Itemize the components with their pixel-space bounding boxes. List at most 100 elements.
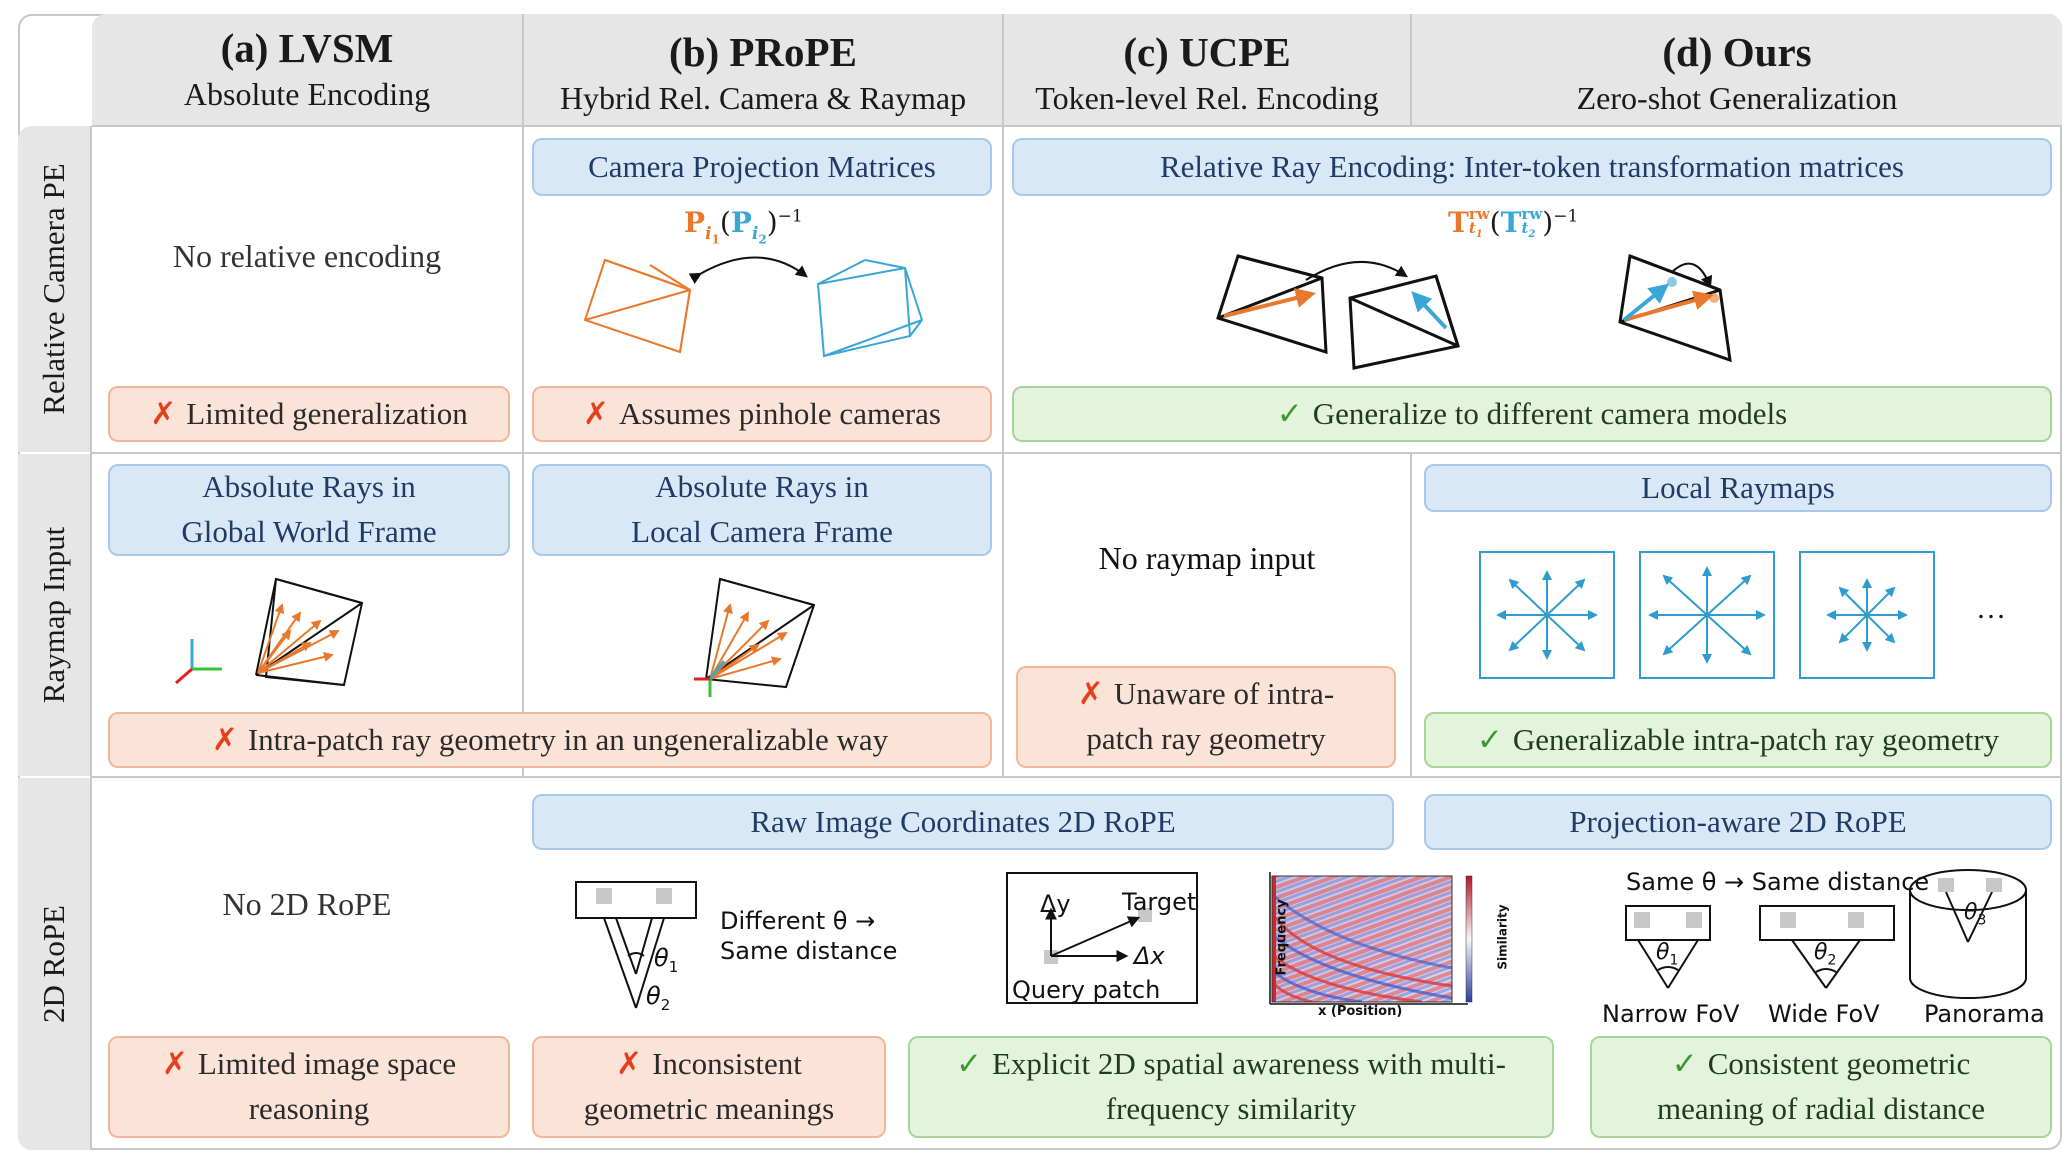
formula-p2: P <box>730 206 752 239</box>
box-line: Explicit 2D spatial awareness with multi… <box>992 1046 1506 1082</box>
theta1-ours-label: θ1 <box>1656 940 1679 969</box>
box-line: Absolute Rays in <box>202 469 416 505</box>
ucpe-frustums <box>1216 253 1732 370</box>
formula-1: 1 <box>1475 229 1483 240</box>
box-line: Absolute Rays in <box>655 469 869 505</box>
query-patch-label: Query patch <box>1012 976 1161 1004</box>
column-header-prope: (b) PRoPE Hybrid Rel. Camera & Raymap <box>524 14 1002 126</box>
different-theta-text: Different θ → Same distance <box>720 907 898 965</box>
box-line: meaning of radial distance <box>1657 1091 1985 1126</box>
theta3-label: θ3 <box>1964 900 1987 929</box>
query-target-vectors <box>1044 907 1152 964</box>
formula-2: 2 <box>758 231 767 246</box>
absolute-rays-global-box: Absolute Rays in Global World Frame <box>108 464 510 556</box>
formula-p1: P <box>684 206 706 239</box>
prope-formula: Pi1(Pi2)−1 <box>684 206 803 246</box>
column-header-ucpe: (c) UCPE Token-level Rel. Encoding <box>1004 14 1410 126</box>
formula-t: t <box>1521 219 1529 237</box>
limited-generalization-box: ✗Limited generalization <box>108 386 510 442</box>
formula-exp: −1 <box>777 206 803 227</box>
no-relative-encoding-text: No relative encoding <box>172 238 442 274</box>
column-subtitle: Token-level Rel. Encoding <box>1035 80 1379 116</box>
narrow-fov-label: Narrow FoV <box>1602 1000 1740 1028</box>
box-line: Unaware of intra- <box>1113 676 1335 712</box>
column-subtitle: Absolute Encoding <box>183 76 431 112</box>
box-text: Generalizable intra-patch ray geometry <box>1512 721 2000 757</box>
box-line: Local Camera Frame <box>631 514 893 549</box>
panorama-label: Panorama <box>1924 1000 2045 1028</box>
similarity-heatmap <box>1269 872 1473 1005</box>
different-theta-drawing <box>575 881 697 1009</box>
frequency-label: Frequency <box>1274 899 1290 976</box>
intra-patch-ungeneralizable-box: ✗Intra-patch ray geometry in an ungenera… <box>108 712 992 768</box>
same-theta-text: Same θ → Same distance <box>1626 868 1930 896</box>
target-label: Target <box>1122 888 1197 916</box>
panorama-cylinder <box>1909 869 2027 999</box>
row-label-raymap-input: Raymap Input <box>18 454 90 776</box>
column-header-lvsm: (a) LVSM Absolute Encoding <box>92 14 522 126</box>
raw-image-coordinates-box: Raw Image Coordinates 2D RoPE <box>532 794 1394 850</box>
assumes-pinhole-box: ✗ Assumes pinhole cameras <box>532 386 992 442</box>
relative-ray-encoding-box: Relative Ray Encoding: Inter-token trans… <box>1012 138 2052 196</box>
formula-i: i <box>751 223 759 244</box>
box-line: Global World Frame <box>181 514 437 549</box>
check-icon: ✓ <box>1671 1046 1698 1082</box>
formula-t2: T <box>1500 206 1522 239</box>
cross-icon: ✗ <box>150 395 177 431</box>
similarity-label: Similarity <box>1495 904 1510 970</box>
box-text: Limited generalization <box>186 395 468 431</box>
formula-rw: rw <box>1521 205 1543 223</box>
theta1-label: θ1 <box>654 944 679 976</box>
delta-y-label: Δy <box>1040 890 1071 918</box>
delta-x-label: Δx <box>1134 942 1165 970</box>
prope-frustums <box>583 256 923 358</box>
box-line: frequency similarity <box>1105 1091 1357 1126</box>
row-label-relative-camera-pe: Relative Camera PE <box>18 126 90 452</box>
global-rays-drawing <box>175 577 364 687</box>
column-header-ours: (d) Ours Zero-shot Generalization <box>1412 14 2062 126</box>
cross-icon: ✗ <box>161 1046 188 1082</box>
absolute-rays-local-box: Absolute Rays in Local Camera Frame <box>532 464 992 556</box>
limited-image-space-box: ✗Limited image space reasoning <box>108 1036 510 1138</box>
inconsistent-geometric-box: ✗Inconsistent geometric meanings <box>532 1036 886 1138</box>
box-text: Intra-patch ray geometry in an ungeneral… <box>247 721 889 757</box>
box-text: Assumes pinhole cameras <box>619 395 941 431</box>
column-subtitle: Zero-shot Generalization <box>1576 80 1898 116</box>
wide-fov-label: Wide FoV <box>1768 1000 1880 1028</box>
theta2-label: θ2 <box>646 982 671 1014</box>
x-position-label: x (Position) <box>1318 1004 1403 1019</box>
cross-icon: ✗ <box>1077 676 1104 712</box>
consistent-radial-box: ✓Consistent geometric meaning of radial … <box>1590 1036 2052 1138</box>
box-line: Limited image space <box>197 1046 457 1082</box>
local-raymaps-box: Local Raymaps <box>1424 464 2052 512</box>
fov-drawings <box>1625 905 1895 989</box>
generalizable-intra-patch-box: ✓Generalizable intra-patch ray geometry <box>1424 712 2052 768</box>
no-raymap-input-text: No raymap input <box>1098 540 1316 576</box>
check-icon: ✓ <box>1476 721 1503 757</box>
formula-exp: −1 <box>1553 206 1579 227</box>
explicit-2d-awareness-box: ✓Explicit 2D spatial awareness with mult… <box>908 1036 1554 1138</box>
column-title: (d) Ours <box>1662 29 1812 75</box>
column-title: (a) LVSM <box>220 25 394 71</box>
check-icon: ✓ <box>1276 395 1303 431</box>
cross-icon: ✗ <box>583 395 609 431</box>
box-line: patch ray geometry <box>1086 721 1326 756</box>
box-line: Inconsistent <box>652 1046 802 1082</box>
column-title: (c) UCPE <box>1123 29 1291 75</box>
local-raymaps-drawing <box>1479 551 1935 679</box>
formula-t: t <box>1468 219 1476 237</box>
box-text: Generalize to different camera models <box>1312 395 1788 431</box>
projection-aware-box: Projection-aware 2D RoPE <box>1424 794 2052 850</box>
theta2-ours-label: θ2 <box>1814 940 1837 969</box>
column-subtitle: Hybrid Rel. Camera & Raymap <box>559 80 967 116</box>
no-2d-rope-text: No 2D RoPE <box>222 886 392 922</box>
formula-i: i <box>705 223 712 244</box>
ellipsis-text: … <box>1976 592 2006 625</box>
cross-icon: ✗ <box>211 721 238 757</box>
formula-t1: T <box>1448 206 1469 239</box>
box-line: Consistent geometric <box>1707 1046 1971 1082</box>
formula-1: 1 <box>711 231 720 246</box>
formula-2: 2 <box>1528 229 1536 240</box>
